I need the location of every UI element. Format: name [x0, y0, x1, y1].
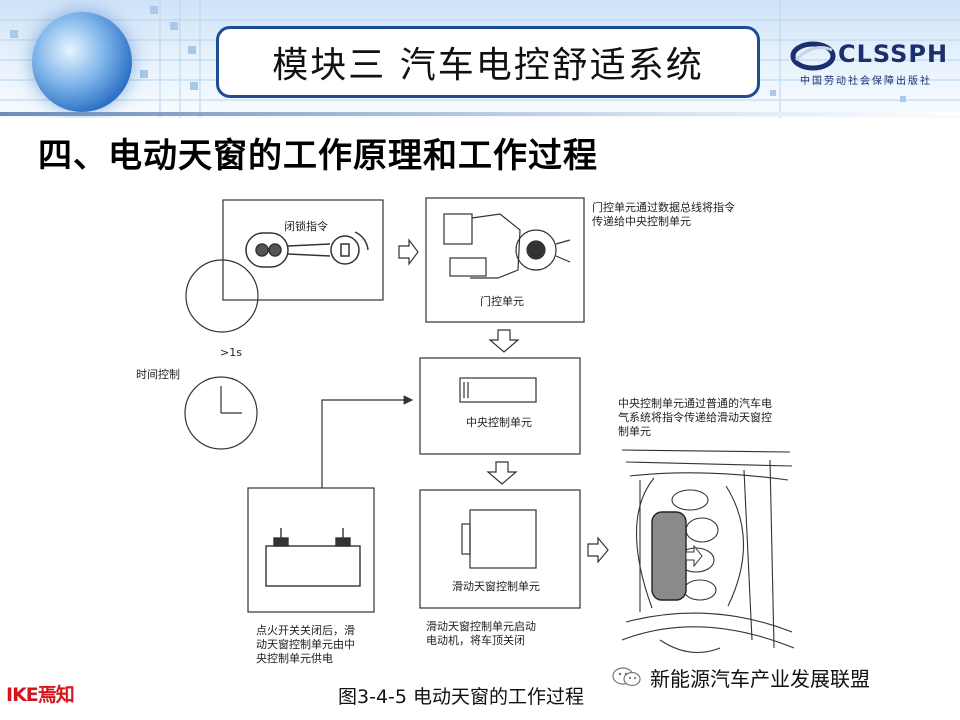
- battery-note-line-1: 点火开关关闭后，滑: [256, 623, 355, 637]
- publisher-subtitle: 中国劳动社会保障出版社: [800, 76, 932, 87]
- globe-graphic: [32, 12, 132, 112]
- publisher-logo: CLSSPH 中国劳动社会保障出版社: [790, 36, 950, 90]
- timer-circle-top: [185, 259, 259, 333]
- arrow-right-1: [398, 238, 419, 266]
- sunroof-module-icon: [461, 509, 537, 569]
- door-unit-label: 门控单元: [480, 294, 524, 308]
- door-note-line-2: 传递给中央控制单元: [592, 214, 691, 228]
- sunroof-note-line-1: 滑动天窗控制单元启动: [426, 619, 536, 633]
- central-unit-panel: [419, 357, 581, 455]
- sunroof-note-line-2: 电动机，将车顶关闭: [426, 633, 525, 647]
- sunroof-unit-label: 滑动天窗控制单元: [452, 579, 540, 593]
- figure-caption: 图3-4-5 电动天窗的工作过程: [338, 686, 585, 708]
- lock-command-label: 闭锁指令: [284, 219, 328, 233]
- door-note-line-1: 门控单元通过数据总线将指令: [592, 200, 735, 214]
- watermark-text: 新能源汽车产业发展联盟: [650, 666, 870, 691]
- publisher-name: CLSSPH: [838, 40, 949, 68]
- publisher-swirl-icon: [790, 41, 836, 71]
- watermark: 新能源汽车产业发展联盟: [612, 662, 870, 692]
- battery-note-line-3: 央控制单元供电: [256, 651, 333, 665]
- control-module-icon: [459, 377, 537, 403]
- car-arrow-icon: [685, 544, 703, 568]
- header-banner: 模块三 汽车电控舒适系统 CLSSPH 中国劳动社会保障出版社: [0, 0, 960, 118]
- arrow-down-1: [488, 329, 520, 353]
- battery-icon: [265, 528, 361, 587]
- time-control-label: 时间控制: [136, 367, 180, 381]
- central-note-line-1: 中央控制单元通过普通的汽车电: [618, 396, 772, 410]
- banner-divider: [0, 112, 960, 116]
- arrow-right-2: [587, 536, 609, 564]
- central-note-line-3: 制单元: [618, 425, 651, 438]
- central-unit-label: 中央控制单元: [466, 415, 532, 429]
- power-connector-line: [321, 395, 414, 488]
- car-roof-illustration: [621, 449, 795, 653]
- battery-panel: [247, 487, 375, 613]
- time-gt-label: >1s: [220, 346, 242, 359]
- sunroof-glass-panel: [651, 511, 687, 601]
- section-title: 四、电动天窗的工作原理和工作过程: [38, 136, 598, 176]
- header-title-box: 模块三 汽车电控舒适系统: [216, 26, 760, 98]
- clock-icon: [184, 376, 258, 450]
- door-motor-icon: [443, 213, 571, 279]
- car-key-icon: [245, 231, 369, 268]
- ike-logo: IKE焉知: [6, 684, 75, 706]
- header-title: 模块三 汽车电控舒适系统: [272, 45, 704, 86]
- arrow-down-2: [486, 461, 518, 485]
- lock-command-panel: [222, 199, 384, 301]
- battery-note-line-2: 动天窗控制单元由中: [256, 637, 355, 651]
- wechat-icon: [612, 667, 641, 687]
- central-note-line-2: 气系统将指令传递给滑动天窗控: [618, 410, 772, 424]
